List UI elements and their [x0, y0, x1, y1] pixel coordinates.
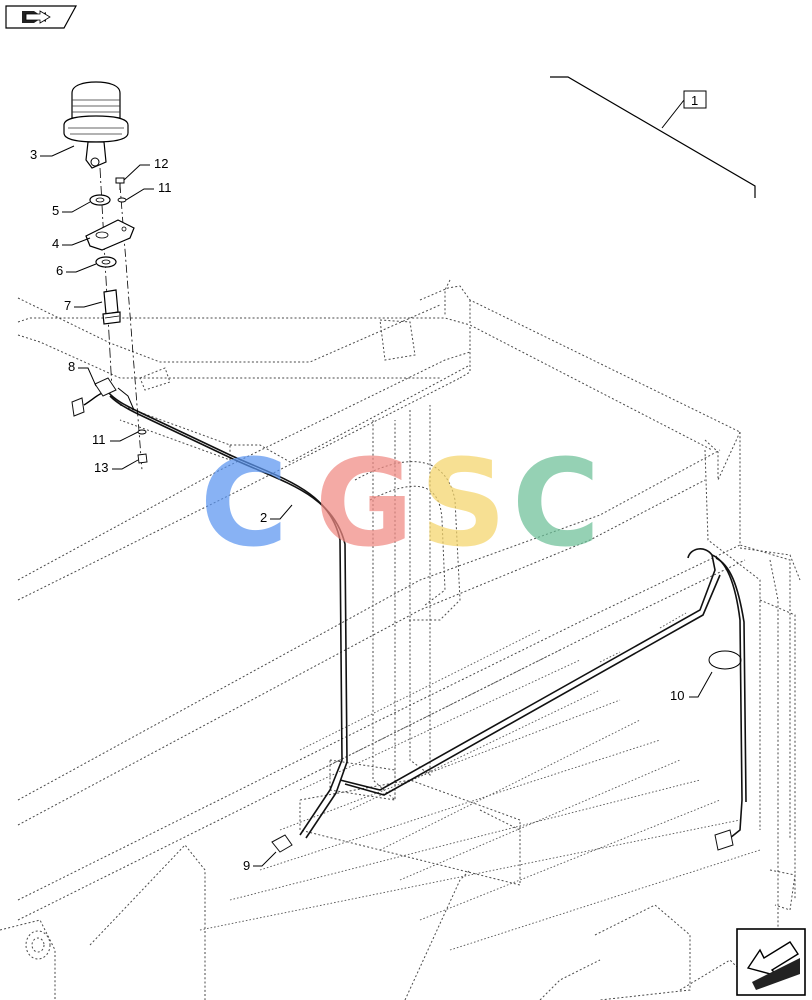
callout-5: 5 [52, 203, 59, 218]
watermark-letter: C [512, 435, 600, 574]
machine-frame [0, 279, 801, 1000]
assembly-reference: 1 [550, 76, 756, 198]
watermark-letter: S [420, 435, 506, 574]
callout-4: 4 [52, 236, 59, 251]
watermark-letter: G [315, 435, 414, 574]
callout-11: 11 [158, 180, 172, 195]
callout-11: 11 [92, 432, 106, 447]
washer-part [89, 194, 111, 206]
view-direction-arrow-icon[interactable] [736, 928, 806, 996]
callout-10: 10 [670, 688, 684, 703]
book-arrow-icon[interactable] [5, 5, 78, 29]
reference-label-1: 1 [691, 93, 698, 108]
callout-9: 9 [243, 858, 250, 873]
watermark-letter: C [200, 435, 288, 574]
callout-8: 8 [68, 359, 75, 374]
watermark: C G S C [200, 435, 600, 574]
callouts: 3 12 11 5 4 6 7 8 11 13 2 9 10 [30, 145, 713, 873]
callout-12: 12 [154, 156, 168, 171]
threaded-stud [102, 289, 121, 325]
callout-13: 13 [94, 460, 108, 475]
callout-7: 7 [64, 298, 71, 313]
beacon-light [63, 81, 129, 169]
wiring-harness [71, 391, 747, 853]
washer-part [95, 256, 117, 268]
screw-part [115, 177, 125, 190]
callout-3: 3 [30, 147, 37, 162]
mounting-plate [85, 219, 135, 251]
callout-6: 6 [56, 263, 63, 278]
callout-2: 2 [260, 510, 267, 525]
